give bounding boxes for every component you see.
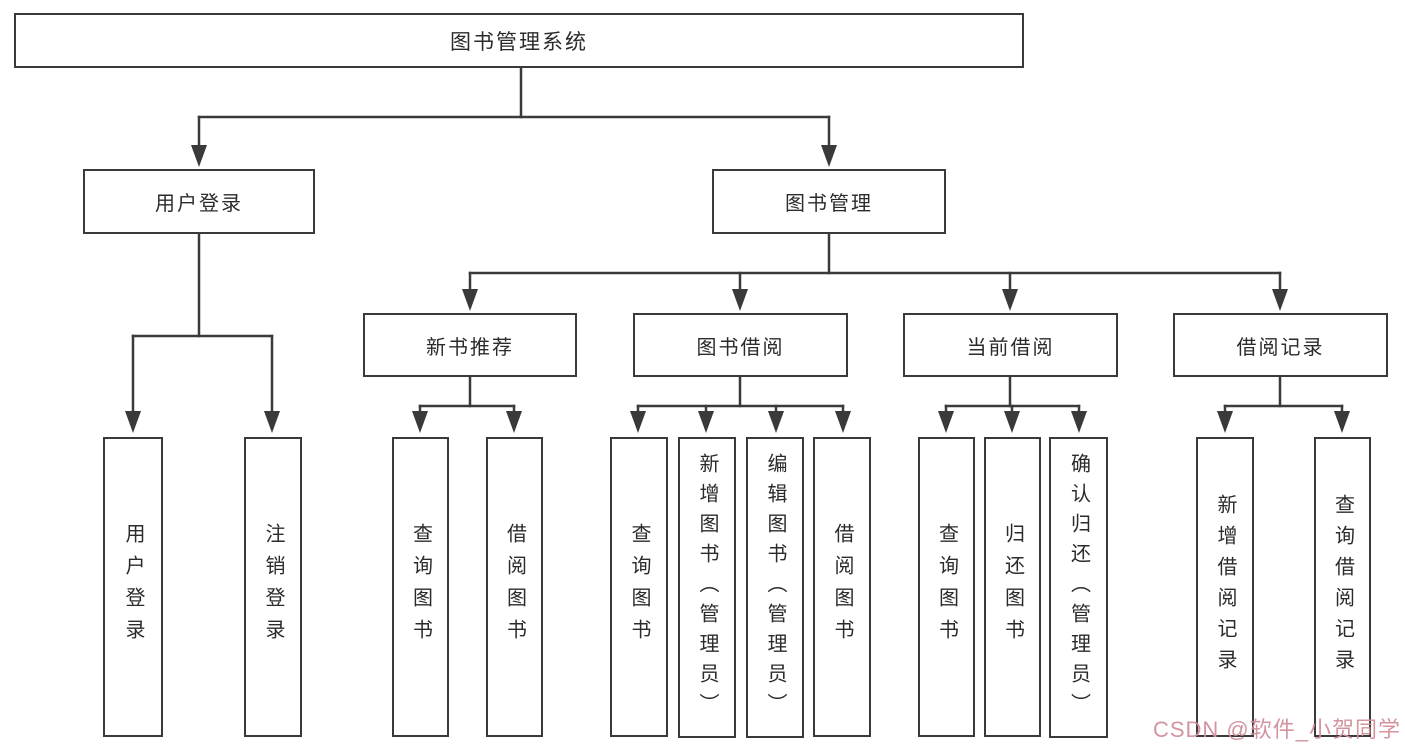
node-root-label: 图书管理系统 [450,30,588,54]
node-borrow-records: 借阅记录 [1173,313,1388,377]
leaf-records-add: 新增借阅记录 [1196,437,1254,737]
leaf-current-return-label: 归还图书 [1001,523,1024,651]
leaf-newbook-query: 查询图书 [392,437,449,737]
leaf-user-login-label: 用户登录 [122,523,144,651]
node-borrow-records-label: 借阅记录 [1236,336,1325,359]
node-current-borrow-label: 当前借阅 [966,336,1055,359]
leaf-records-add-label: 新增借阅记录 [1214,494,1236,680]
csdn-watermark: CSDN @软件_小贺同学 [1152,717,1401,742]
node-new-book-recommend-label: 新书推荐 [426,336,514,359]
node-book-management: 图书管理 [712,169,946,234]
node-book-borrow: 图书借阅 [633,313,848,377]
node-new-book-recommend: 新书推荐 [363,313,577,377]
leaf-current-confirm-admin: 确认归还（管理员） [1049,437,1108,738]
leaf-borrow-query: 查询图书 [610,437,668,737]
leaf-borrow-edit-admin: 编辑图书（管理员） [746,437,804,738]
leaf-newbook-borrow: 借阅图书 [486,437,543,737]
node-user-login: 用户登录 [83,169,315,234]
leaf-current-return: 归还图书 [984,437,1041,737]
leaf-borrow-borrow: 借阅图书 [813,437,871,737]
leaf-user-login: 用户登录 [103,437,163,737]
leaf-borrow-edit-admin-label: 编辑图书（管理员） [764,452,786,723]
node-current-borrow: 当前借阅 [903,313,1118,377]
leaf-borrow-add-admin-label: 新增图书（管理员） [696,452,718,723]
leaf-current-query: 查询图书 [918,437,975,737]
leaf-newbook-borrow-label: 借阅图书 [503,523,526,651]
leaf-records-query-label: 查询借阅记录 [1331,494,1354,680]
node-book-borrow-label: 图书借阅 [696,336,785,359]
leaf-records-query: 查询借阅记录 [1314,437,1371,737]
leaf-current-query-label: 查询图书 [935,523,958,651]
leaf-newbook-query-label: 查询图书 [409,523,432,651]
leaf-logout-label: 注销登录 [262,523,284,651]
leaf-borrow-borrow-label: 借阅图书 [831,523,853,651]
node-user-login-label: 用户登录 [155,193,243,215]
node-book-management-label: 图书管理 [785,193,873,215]
node-root: 图书管理系统 [14,13,1024,68]
leaf-current-confirm-admin-label: 确认归还（管理员） [1067,452,1090,723]
leaf-borrow-add-admin: 新增图书（管理员） [678,437,736,738]
leaf-borrow-query-label: 查询图书 [628,523,650,651]
leaf-logout: 注销登录 [244,437,302,737]
